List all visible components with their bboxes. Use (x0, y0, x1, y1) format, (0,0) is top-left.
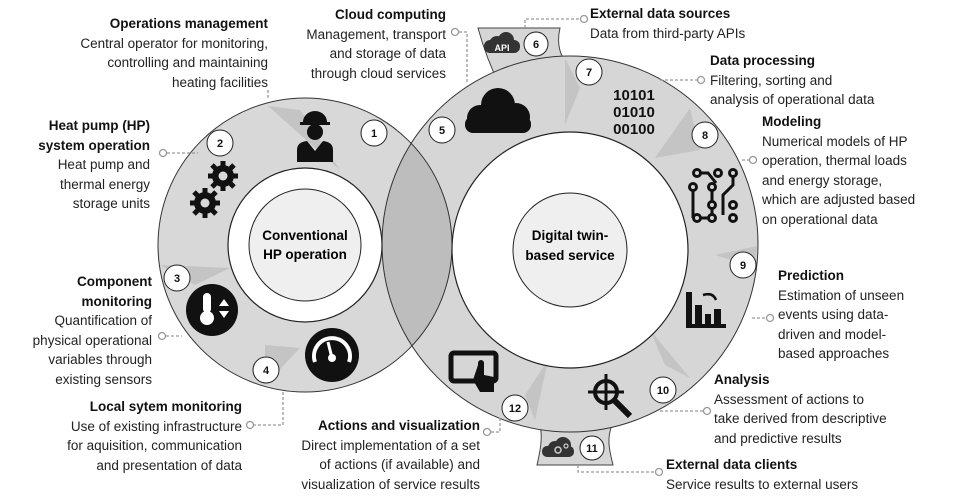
badge-8: 8 (702, 130, 708, 142)
svg-text:10101: 10101 (613, 87, 655, 104)
label-actions-visualization: Actions and visualization Direct impleme… (301, 418, 480, 492)
leader-endpoints (157, 14, 775, 477)
badge-7: 7 (586, 67, 592, 79)
binary-icon: 10101 01010 00100 (613, 87, 655, 138)
touch-tablet-icon (448, 350, 499, 392)
gears-icon (190, 161, 238, 218)
svg-text:01010: 01010 (613, 104, 655, 121)
circuit-icon (688, 168, 738, 223)
leader-lines (166, 18, 766, 473)
badge-3: 3 (174, 273, 180, 285)
cloud-gear-icon (542, 437, 574, 457)
badge-9: 9 (740, 260, 746, 272)
worker-icon (297, 111, 333, 162)
label-external-data-sources: External data sources Data from third-pa… (590, 6, 746, 41)
badge-5: 5 (439, 125, 445, 137)
gauge-icon (305, 328, 359, 382)
svg-text:API: API (494, 43, 509, 53)
badge-11: 11 (586, 443, 598, 455)
step-badges (163, 31, 757, 461)
badge-12: 12 (509, 403, 521, 415)
thermometer-icon (186, 284, 238, 336)
right-hub (512, 192, 628, 308)
magnifier-icon (588, 374, 633, 419)
label-hp-system-operation: Heat pump (HP)system operation Heat pump… (38, 118, 150, 211)
badge-10: 10 (657, 385, 669, 397)
svg-text:00100: 00100 (613, 121, 655, 138)
api-cloud-icon: API (484, 32, 520, 53)
right-hub-label-2: based service (525, 248, 615, 263)
cloud-icon (465, 88, 531, 133)
badge-6: 6 (533, 39, 539, 51)
badge-2: 2 (217, 138, 223, 150)
left-hub-label-2: HP operation (263, 247, 347, 262)
left-hub-label-1: Conventional (262, 228, 348, 243)
badge-1: 1 (371, 128, 377, 140)
bar-chart-icon (686, 292, 726, 328)
label-operations-management: Operations management Central operator f… (80, 16, 268, 90)
label-local-system-monitoring: Local sytem monitoring Use of existing i… (67, 399, 242, 473)
left-hub (248, 188, 362, 302)
badge-4: 4 (263, 365, 270, 377)
right-hub-label-1: Digital twin- (532, 228, 609, 243)
label-external-data-clients: External data clients Service results to… (666, 457, 859, 492)
